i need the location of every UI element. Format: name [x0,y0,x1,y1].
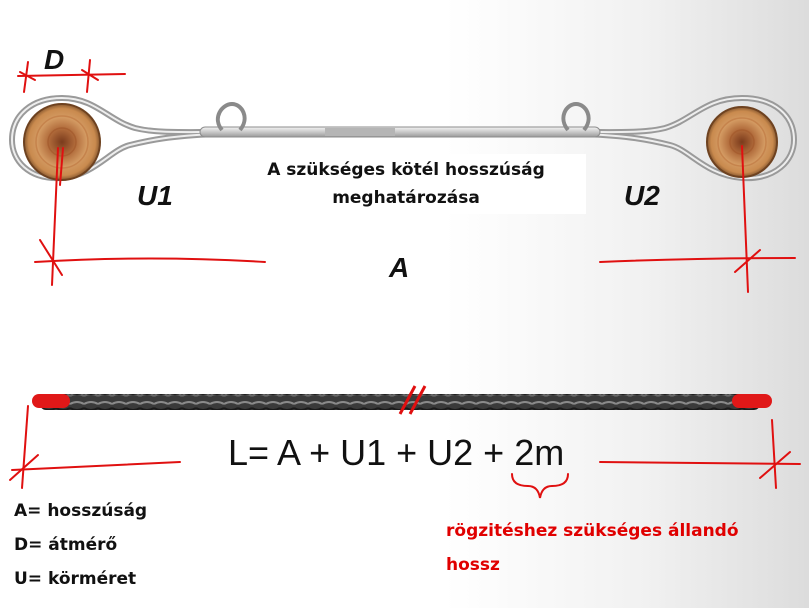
cable-body [199,126,601,138]
constant-length-note: rögzitéshez szükséges állandó hossz [446,514,739,582]
title-line-1: A szükséges kötél hosszúság [267,160,545,180]
formula: L= A + U1 + U2 + 2m [228,432,565,473]
small-eye-left [215,101,247,132]
legend-item: A= hosszúság [14,501,148,521]
legend-item: U= körméret [14,569,137,589]
measure-lines-bottom [9,405,801,499]
label-diameter: D [44,44,65,75]
log-left [23,103,101,181]
label-loop-right: U2 [624,180,660,211]
title-line-2: meghatározása [332,188,480,208]
rope-tip-right [732,394,772,408]
legend-item: D= átmérő [14,535,118,555]
note-line-2: hossz [446,555,500,575]
note-line-1: rögzitéshez szükséges állandó [446,521,739,541]
label-length: A [389,252,410,283]
label-loop-left: U1 [137,180,173,211]
diagram-title: A szükséges kötél hosszúság meghatározás… [226,154,586,214]
cable-assembly [8,94,798,182]
measure-lines-top [17,59,796,293]
small-eye-right [561,101,591,132]
legend: A= hosszúság D= átmérő U= körméret [14,494,147,596]
rope-tip-left [32,394,70,408]
braided-rope [32,385,772,415]
